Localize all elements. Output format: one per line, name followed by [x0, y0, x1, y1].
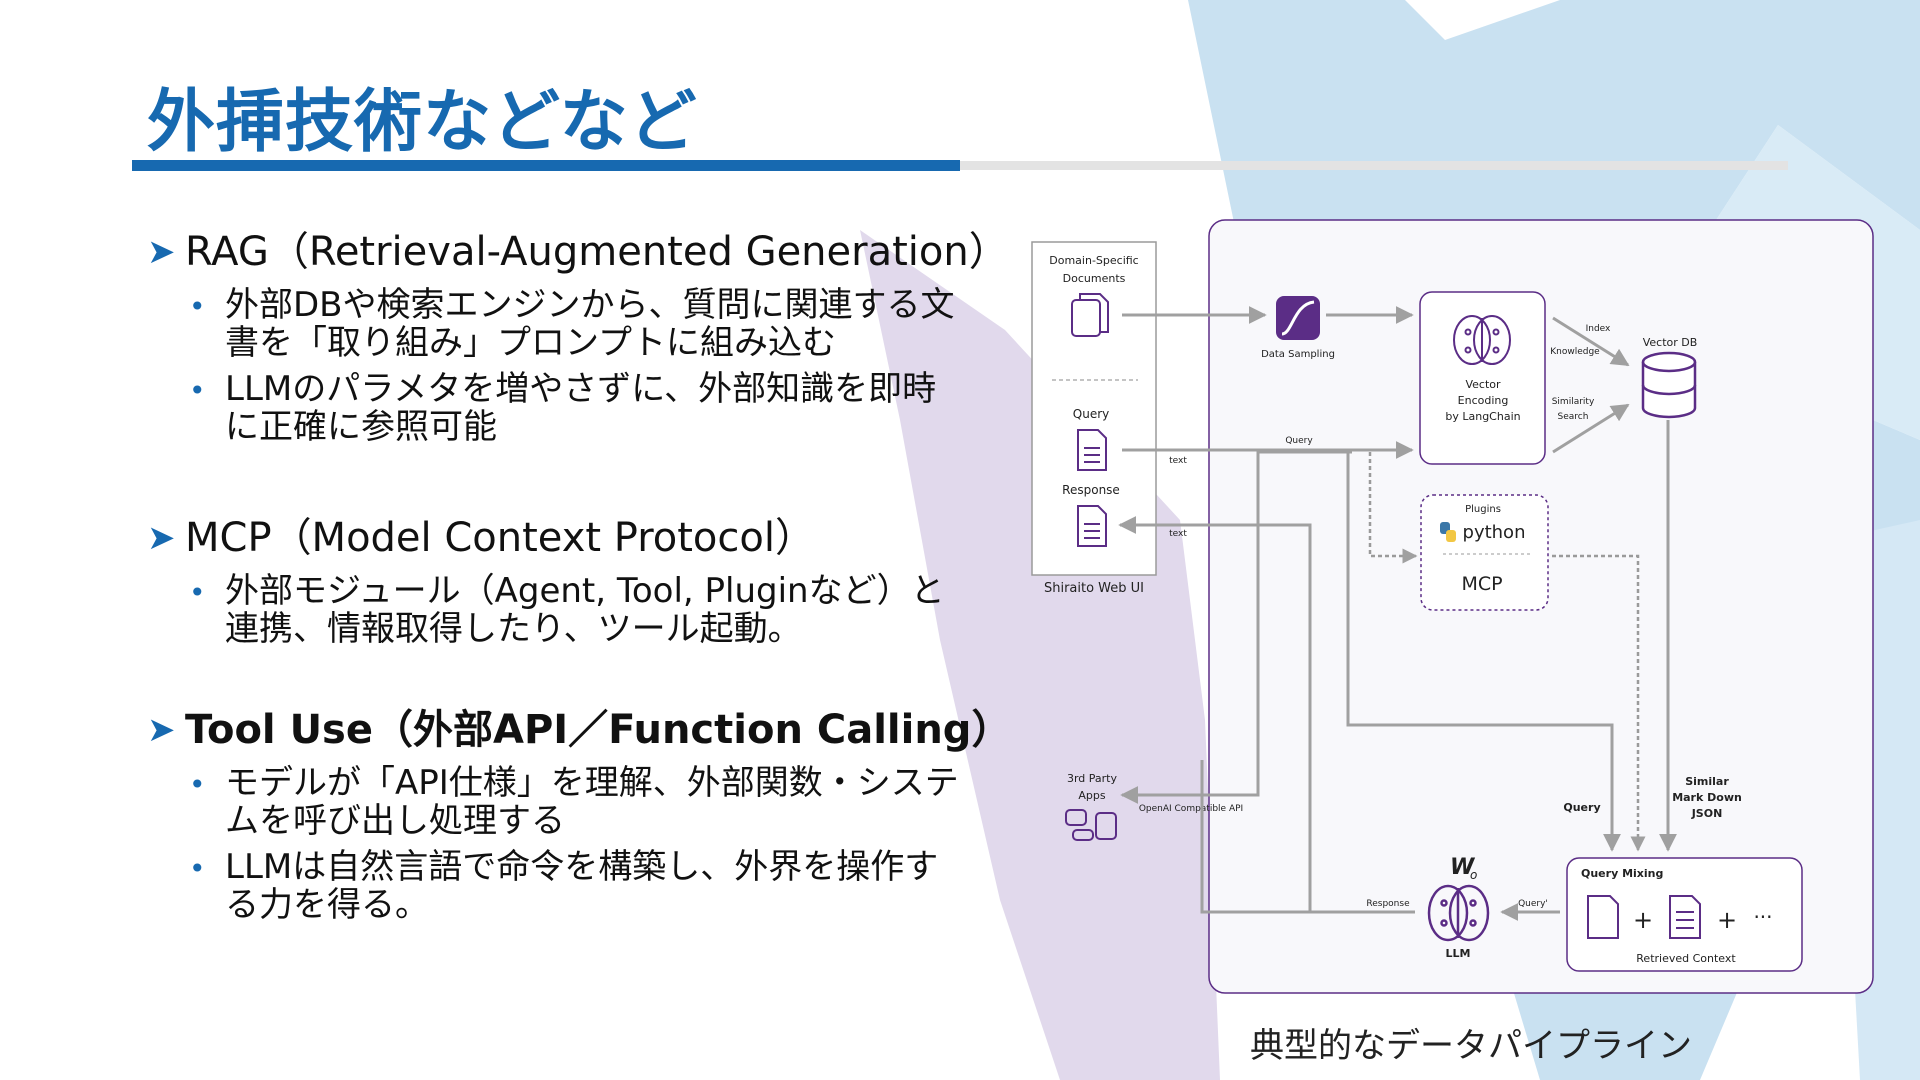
query-mixing-title: Query Mixing — [1581, 867, 1663, 880]
docs-label-2: Documents — [1063, 272, 1126, 285]
arrow-bullet-icon: ➤ — [147, 710, 176, 750]
third-party-label-2: Apps — [1078, 789, 1105, 802]
list-item-text: LLMは自然言語で命令を構築し、外界を操作する力を得る。 — [225, 847, 939, 925]
section-heading-text: MCP（Model Context Protocol） — [185, 515, 815, 561]
list-item-text: 外部モジュール（Agent, Tool, Pluginなど）と連携、情報取得した… — [225, 571, 945, 649]
plugins-title: Plugins — [1465, 504, 1501, 515]
docs-label-1: Domain-Specific — [1049, 254, 1138, 267]
edge-label-response: Response — [1366, 899, 1410, 909]
arrow-bullet-icon: ➤ — [147, 518, 176, 558]
mixing-doc-icon — [1587, 895, 1619, 939]
bullet-dot-icon: • — [189, 576, 206, 609]
similar-label-1: Similar — [1685, 775, 1729, 788]
list-item-text: 外部DBや検索エンジンから、質問に関連する文書を「取り組み」プロンプトに組み込む — [225, 285, 955, 363]
plugins-mcp-box — [1420, 494, 1549, 611]
weights-label: W — [1450, 855, 1476, 880]
edge-label-index: Index — [1586, 324, 1611, 334]
list-item: • モデルが「API仕様」を理解、外部関数・システムを呼び出し処理する — [147, 764, 965, 840]
arrow-bullet-icon: ➤ — [147, 232, 176, 272]
bullet-dot-icon: • — [189, 768, 206, 801]
bullet-dot-icon: • — [189, 852, 206, 885]
list-item: • LLMのパラメタを増やさずに、外部知識を即時に正確に参照可能 — [147, 370, 965, 446]
query-doc-icon — [1077, 429, 1107, 471]
section-heading-text: RAG（Retrieval-Augmented Generation） — [185, 229, 1009, 275]
database-icon — [1641, 351, 1697, 419]
documents-icon — [1071, 293, 1109, 337]
bullet-dot-icon: • — [189, 374, 206, 407]
vector-encoding-box — [1419, 291, 1546, 465]
edge-label-query-prime: Query' — [1518, 899, 1548, 909]
section-heading-text: Tool Use（外部API／Function Calling） — [185, 707, 1012, 753]
third-party-label-1: 3rd Party — [1067, 772, 1118, 785]
similar-label-3: JSON — [1691, 807, 1723, 820]
vector-encoding-line-1: Vector — [1465, 378, 1501, 391]
edge-label-search: Search — [1558, 412, 1589, 422]
section-heading-tool-use: ➤ Tool Use（外部API／Function Calling） — [147, 704, 1027, 756]
plugin-connectors — [1368, 452, 1646, 852]
apps-icon — [1065, 809, 1117, 841]
list-item: • 外部DBや検索エンジンから、質問に関連する文書を「取り組み」プロンプトに組み… — [147, 286, 965, 362]
retrieved-context-label: Retrieved Context — [1636, 952, 1736, 965]
llm-brain-icon — [1427, 884, 1490, 942]
edge-label-knowledge: Knowledge — [1550, 347, 1600, 357]
list-item: • LLMは自然言語で命令を構築し、外界を操作する力を得る。 — [147, 848, 965, 924]
list-item-text: モデルが「API仕様」を理解、外部関数・システムを呼び出し処理する — [225, 763, 959, 841]
query-label: Query — [1073, 407, 1109, 421]
bullet-dot-icon: • — [189, 290, 206, 323]
diagram-caption: 典型的なデータパイプライン — [1250, 1026, 1692, 1066]
vector-db-label: Vector DB — [1643, 336, 1698, 349]
section-heading-mcp: ➤ MCP（Model Context Protocol） — [147, 512, 1027, 564]
weights-subscript: o — [1470, 868, 1477, 882]
web-ui-footer: Shiraito Web UI — [1044, 581, 1144, 596]
query-mixing-box — [1566, 857, 1803, 972]
list-item: • 外部モジュール（Agent, Tool, Pluginなど）と連携、情報取得… — [147, 572, 965, 648]
response-doc-icon — [1077, 505, 1107, 547]
plus-icon: + — [1717, 906, 1737, 934]
ellipsis-icon: ··· — [1753, 905, 1772, 929]
edge-label-query: Query — [1285, 436, 1313, 446]
edge-label-text: text — [1169, 456, 1187, 466]
llm-label: LLM — [1446, 947, 1471, 960]
list-item-text: LLMのパラメタを増やさずに、外部知識を即時に正確に参照可能 — [225, 369, 937, 447]
bullet-content: ➤ RAG（Retrieval-Augmented Generation） • … — [147, 226, 1027, 924]
title-underline-grey — [960, 161, 1788, 170]
vector-encoding-line-3: by LangChain — [1445, 410, 1520, 423]
similar-label-2: Mark Down — [1672, 791, 1742, 804]
slide-title: 外挿技術などなど — [147, 83, 698, 162]
openai-api-label: OpenAI Compatible API — [1139, 804, 1243, 814]
edge-label-similarity: Similarity — [1552, 397, 1595, 407]
section-heading-rag: ➤ RAG（Retrieval-Augmented Generation） — [147, 226, 1027, 278]
python-logo-icon — [1440, 522, 1456, 542]
diagram-connectors — [1118, 306, 1677, 921]
edge-label-query-bold: Query — [1563, 801, 1600, 814]
plus-icon: + — [1633, 906, 1653, 934]
brain-icon — [1453, 315, 1511, 365]
vector-encoding-line-2: Encoding — [1458, 394, 1509, 407]
title-underline-blue — [132, 160, 960, 171]
edge-label-text: text — [1169, 529, 1187, 539]
mixing-lines-doc-icon — [1669, 895, 1701, 939]
response-label: Response — [1062, 483, 1120, 497]
mcp-label: MCP — [1461, 573, 1502, 595]
data-sampling-label: Data Sampling — [1261, 349, 1335, 360]
python-label: python — [1463, 522, 1526, 543]
